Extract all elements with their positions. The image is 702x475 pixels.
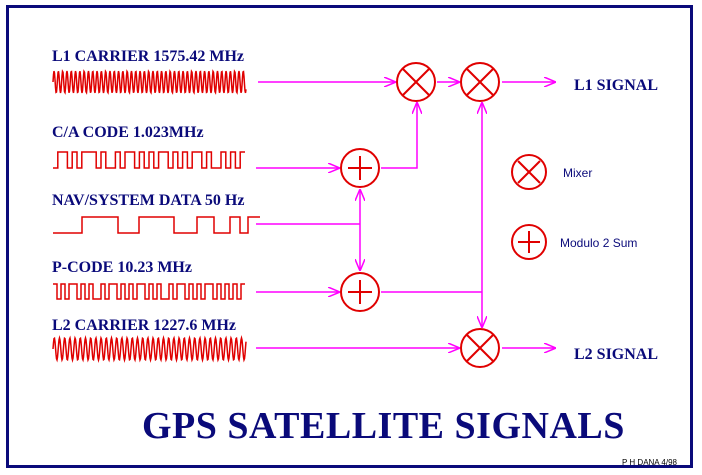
l2-carrier-waveform <box>52 335 247 363</box>
mixer-l1-p-icon <box>460 62 500 102</box>
label-l2-signal: L2 SIGNAL <box>574 346 659 363</box>
modulo2-sum-p-icon <box>340 272 380 312</box>
diagram-title: GPS SATELLITE SIGNALS <box>142 405 625 447</box>
label-p-code: P-CODE 10.23 MHz <box>52 259 192 276</box>
l1-carrier-waveform <box>52 69 247 95</box>
mixer-l1-ca-icon <box>396 62 436 102</box>
label-l1-signal: L1 SIGNAL <box>574 77 659 94</box>
legend-mixer-icon <box>511 154 547 190</box>
label-ca-code: C/A CODE 1.023MHz <box>52 124 204 141</box>
line-sum1-to-mixer1 <box>381 103 417 169</box>
nav-data-waveform <box>53 216 260 234</box>
legend-modulo2-icon <box>511 224 547 260</box>
legend-modulo2-label: Modulo 2 Sum <box>560 236 638 250</box>
p-code-waveform <box>53 283 245 300</box>
label-nav-data: NAV/SYSTEM DATA 50 Hz <box>52 192 245 209</box>
mixer-l2-icon <box>460 328 500 368</box>
label-l2-carrier: L2 CARRIER 1227.6 MHz <box>52 317 236 334</box>
ca-code-waveform <box>53 151 245 169</box>
author-credit: P H DANA 4/98 <box>622 458 677 467</box>
legend-mixer-label: Mixer <box>563 166 593 180</box>
diagram-frame <box>6 5 693 468</box>
modulo2-sum-ca-icon <box>340 148 380 188</box>
label-l1-carrier: L1 CARRIER 1575.42 MHz <box>52 48 244 65</box>
